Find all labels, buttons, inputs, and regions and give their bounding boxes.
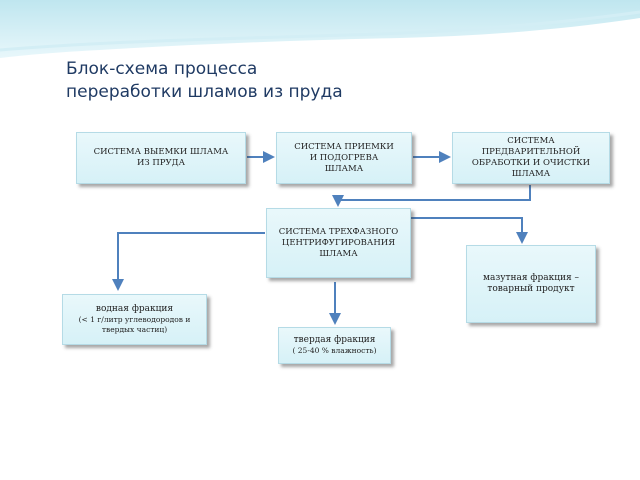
box-water-line-2: (< 1 г/литр углеводородов и — [78, 315, 191, 324]
box-receiving-line-2: И ПОДОГРЕВА — [309, 152, 379, 163]
box-pretreatment-system: СИСТЕМА ПРЕДВАРИТЕЛЬНОЙ ОБРАБОТКИ И ОЧИС… — [452, 132, 610, 184]
box-solid-line-2: ( 25-40 % влажность) — [292, 346, 377, 355]
box-solid-line-1: твердая фракция — [293, 335, 376, 345]
arrow-pretreatment-to-centrifuge — [332, 185, 531, 207]
box-receiving-system: СИСТЕМА ПРИЕМКИ И ПОДОГРЕВА ШЛАМА — [276, 132, 412, 184]
page-title: Блок-схема процесса переработки шламов и… — [66, 58, 343, 104]
box-solid-fraction: твердая фракция ( 25-40 % влажность) — [278, 327, 391, 364]
box-oil-line-2: товарный продукт — [487, 284, 575, 294]
title-line-1: Блок-схема процесса — [66, 59, 258, 79]
box-water-line-1: водная фракция — [95, 304, 174, 314]
box-centrifuge-line-1: СИСТЕМА ТРЕХФАЗНОГО — [278, 226, 399, 237]
box-pretreatment-line-1: СИСТЕМА — [507, 136, 555, 146]
arrow-centrifuge-to-oil — [411, 217, 528, 244]
box-centrifuge-line-3: ШЛАМА — [319, 248, 358, 259]
arrow-centrifuge-to-water — [112, 232, 265, 291]
box-extraction-line-2: ИЗ ПРУДА — [136, 158, 186, 168]
box-receiving-line-1: СИСТЕМА ПРИЕМКИ — [294, 141, 394, 152]
box-water-fraction: водная фракция (< 1 г/литр углеводородов… — [62, 294, 207, 345]
decorative-wave-header — [0, 0, 640, 58]
box-extraction-system: СИСТЕМА ВЫЕМКИ ШЛАМА ИЗ ПРУДА — [76, 132, 246, 184]
box-pretreatment-line-2: ПРЕДВАРИТЕЛЬНОЙ — [481, 147, 581, 157]
box-receiving-line-3: ШЛАМА — [324, 163, 364, 174]
box-extraction-line-1: СИСТЕМА ВЫЕМКИ ШЛАМА — [93, 147, 229, 157]
box-centrifuge-system: СИСТЕМА ТРЕХФАЗНОГО ЦЕНТРИФУГИРОВАНИЯ ШЛ… — [266, 208, 411, 278]
box-pretreatment-line-4: ШЛАМА — [511, 169, 551, 179]
box-centrifuge-line-2: ЦЕНТРИФУГИРОВАНИЯ — [281, 237, 396, 248]
box-oil-line-1: мазутная фракция – — [482, 273, 580, 283]
title-line-2: переработки шламов из пруда — [66, 82, 343, 102]
box-oil-fraction: мазутная фракция – товарный продукт — [466, 245, 596, 323]
box-pretreatment-line-3: ОБРАБОТКИ И ОЧИСТКИ — [471, 158, 591, 168]
box-water-line-3: твердых частиц) — [101, 325, 168, 334]
